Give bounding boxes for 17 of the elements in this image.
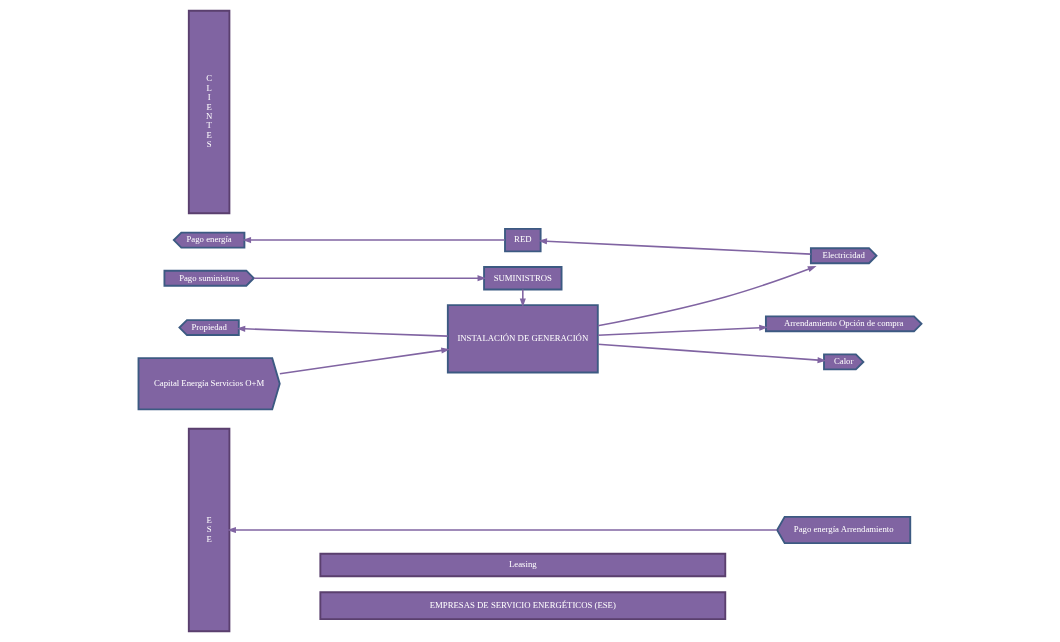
arrow <box>227 526 778 534</box>
arrow <box>242 237 506 244</box>
arrow <box>538 238 812 255</box>
node-box: EMPRESAS DE SERVICIO ENERGÉTICOS (ESE) <box>319 591 727 620</box>
arrow <box>519 288 526 308</box>
arrow <box>597 343 827 364</box>
node-box: Leasing <box>319 552 727 578</box>
arrow <box>279 347 450 375</box>
node-box: INSTALACIÓN DE GENERACIÓN <box>446 304 599 374</box>
arrow <box>597 324 768 337</box>
arrow <box>597 266 817 327</box>
arrow <box>253 275 487 282</box>
node-box: SUMINISTROS <box>483 266 563 291</box>
node-box: E S E <box>187 427 231 633</box>
arrow <box>236 325 449 337</box>
node-box: C L I E N T E S <box>187 9 231 215</box>
node-box: RED <box>504 227 542 253</box>
